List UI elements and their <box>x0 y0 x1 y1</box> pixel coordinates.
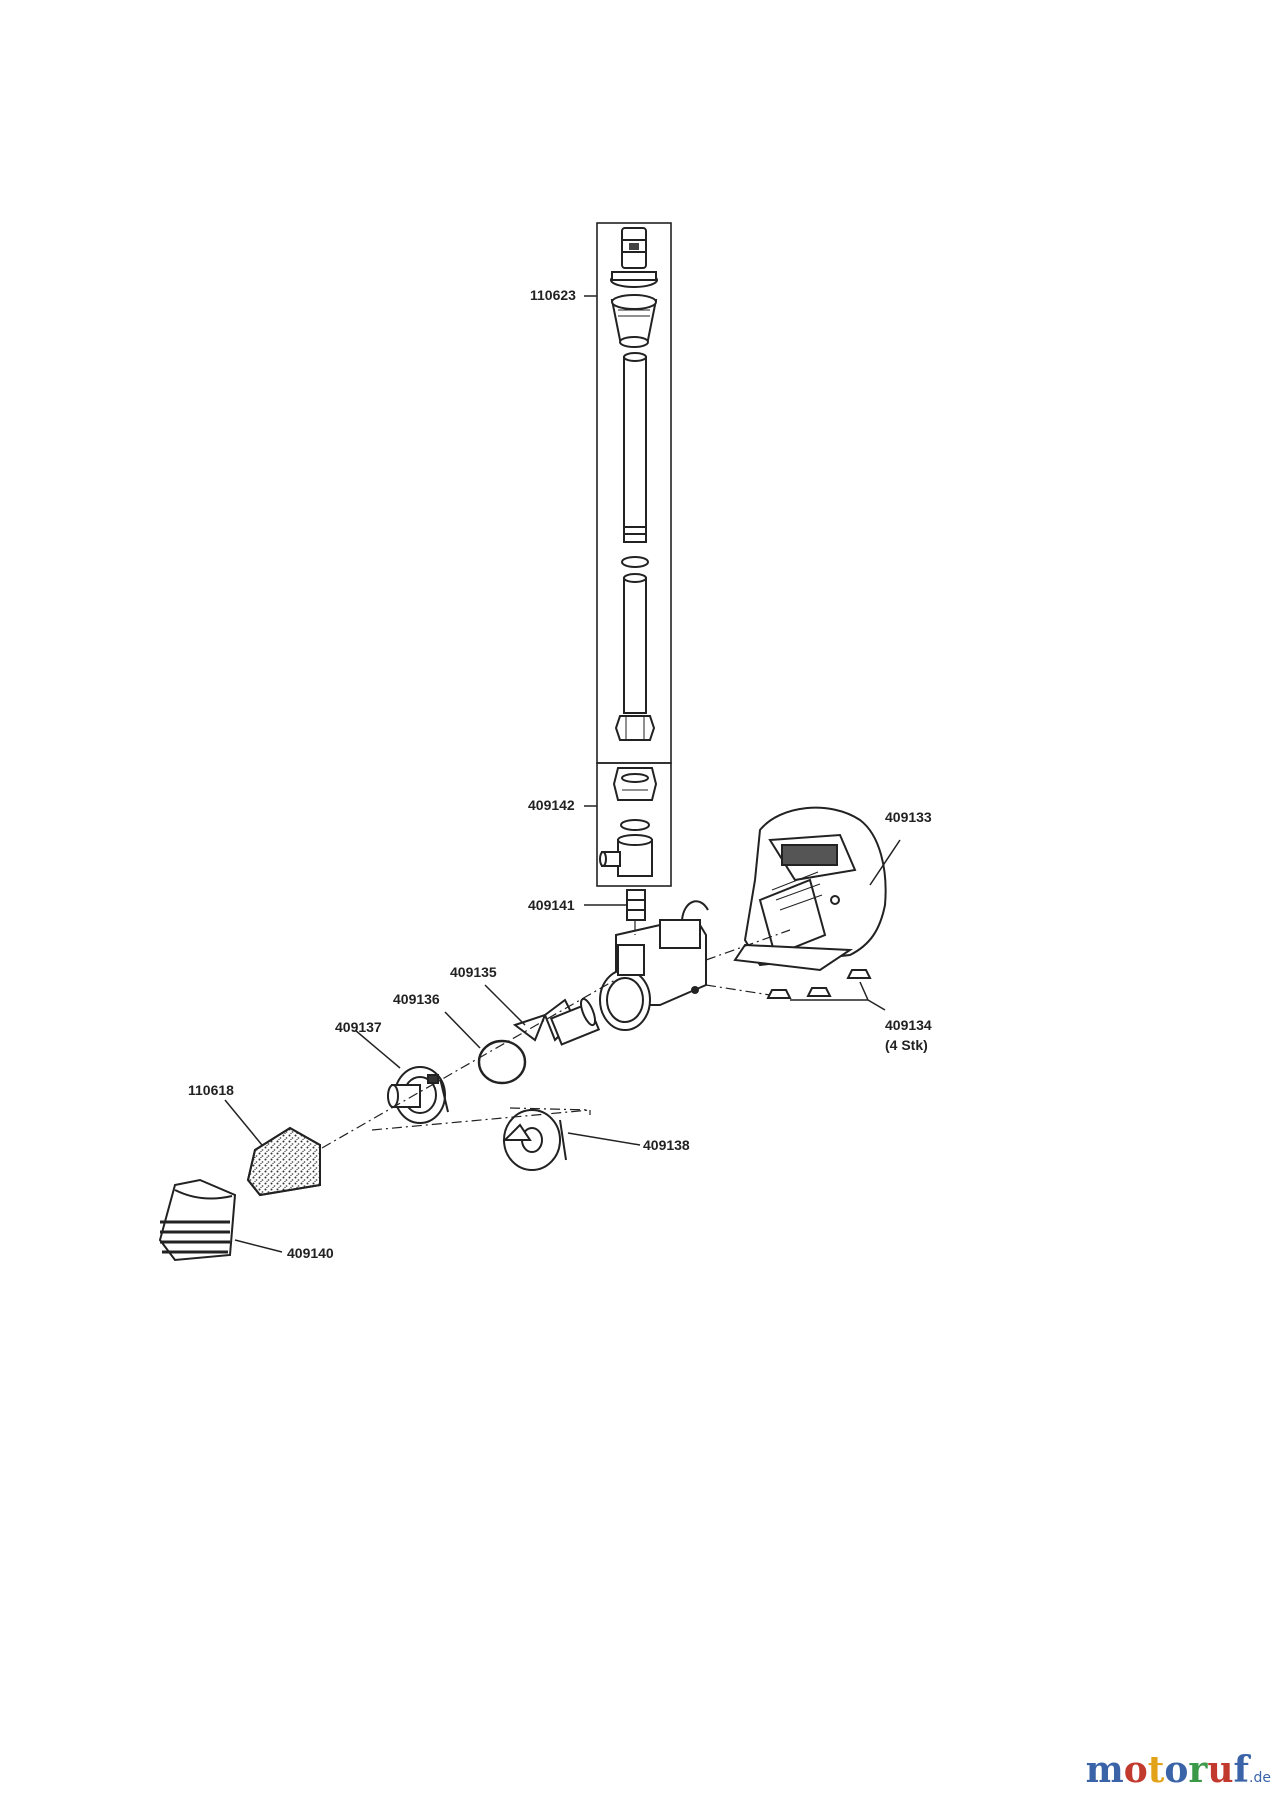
logo-wordmark: motoruf <box>1086 1749 1249 1791</box>
upper-pipe <box>623 356 647 543</box>
label-409136: 409136 <box>393 991 440 1007</box>
label-409140: 409140 <box>287 1245 334 1261</box>
logo-letter: u <box>1207 1749 1234 1791</box>
sealing-ring <box>477 1039 527 1085</box>
label-110618: 110618 <box>188 1082 234 1098</box>
filter-cage <box>502 1109 567 1171</box>
leader-409134 <box>790 981 886 1011</box>
pump-housing <box>733 806 887 972</box>
label-409142: 409142 <box>528 797 575 813</box>
suction-feet <box>766 969 872 999</box>
assembly-axes <box>321 920 791 1149</box>
suction-foot-3 <box>846 969 872 979</box>
leader-409135 <box>484 984 526 1026</box>
label-409141: 409141 <box>528 897 575 913</box>
connector-piece <box>626 889 646 921</box>
pump-cover <box>387 1066 449 1124</box>
leader-409136 <box>444 1011 481 1049</box>
adapter-assembly <box>596 762 672 887</box>
t-connector <box>617 839 653 877</box>
lower-pipe <box>623 577 647 714</box>
logo-letter: r <box>1188 1749 1208 1791</box>
suction-foot-2 <box>806 987 832 997</box>
coupling-nut <box>614 715 656 741</box>
logo-letter: m <box>1085 1749 1124 1791</box>
leader-110618 <box>224 1099 263 1146</box>
o-ring-upper <box>621 556 649 568</box>
riser-pipe-assembly <box>596 222 672 764</box>
o-ring-adapter <box>620 819 650 831</box>
filter-sponge <box>246 1126 321 1197</box>
logo-domain-suffix: .de <box>1249 1770 1271 1786</box>
label-409134: 409134 <box>885 1017 932 1033</box>
logo-letter: f <box>1233 1749 1250 1791</box>
pump-motor-body <box>599 900 709 1031</box>
label-110623: 110623 <box>530 287 576 303</box>
label-409137: 409137 <box>335 1019 382 1035</box>
leader-409137 <box>354 1029 401 1069</box>
label-409134-quantity: (4 Stk) <box>885 1037 928 1053</box>
label-409133: 409133 <box>885 809 932 825</box>
motoruf-logo: motoruf.de <box>1086 1752 1271 1788</box>
leader-409138 <box>567 1132 641 1146</box>
suction-foot-1 <box>766 989 792 999</box>
label-409138: 409138 <box>643 1137 690 1153</box>
part-labels: 110623 409142 409141 409133 409135 40913… <box>188 287 932 1261</box>
leader-409133 <box>869 839 901 886</box>
adapter-group-frame <box>596 762 672 887</box>
label-409135: 409135 <box>450 964 497 980</box>
logo-letter: t <box>1147 1749 1165 1791</box>
logo-letter: o <box>1164 1749 1189 1791</box>
leader-409140 <box>234 1239 283 1253</box>
impeller <box>512 997 601 1046</box>
pre-filter-housing <box>158 1178 237 1262</box>
logo-letter: o <box>1123 1749 1148 1791</box>
